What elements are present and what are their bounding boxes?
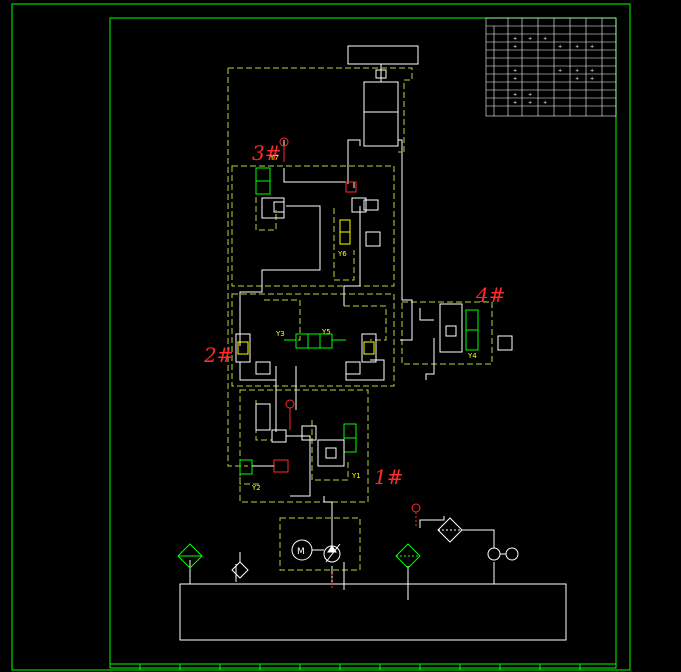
cylinder-body	[363, 81, 399, 147]
svg-text:+: +	[528, 92, 532, 98]
filter-left	[177, 543, 203, 569]
solenoid-label-y3: Y3	[275, 330, 285, 338]
pilot-check-2b	[361, 333, 377, 363]
sequence-valve-3	[365, 231, 381, 247]
motor-label: M	[297, 547, 305, 557]
check-valve-2b	[345, 361, 361, 375]
check-strainer	[231, 561, 249, 579]
outer-border	[11, 3, 631, 671]
svg-text:+: +	[575, 68, 579, 74]
solenoid-label-y7: Y7	[269, 154, 279, 162]
relief-valve-3	[345, 181, 357, 193]
svg-text:+: +	[590, 44, 594, 50]
svg-text:+: +	[558, 68, 562, 74]
svg-text:+: +	[575, 76, 579, 82]
solenoid-label-y6: Y6	[337, 250, 347, 258]
oil-tank	[179, 583, 567, 641]
svg-text:+: +	[513, 68, 517, 74]
solenoid-action-table	[485, 17, 617, 117]
pressure-gauge-tank	[411, 503, 421, 513]
inner-border	[109, 17, 617, 669]
solenoid-label-y1: Y1	[351, 472, 361, 480]
filter-right	[395, 543, 421, 569]
circulation-pump	[487, 547, 501, 561]
svg-text:+: +	[543, 36, 547, 42]
svg-text:+: +	[528, 100, 532, 106]
svg-text:+: +	[528, 36, 532, 42]
cylinder-load-block	[347, 45, 419, 65]
block-4-valves	[439, 303, 513, 353]
table-marks: + + + + + + + + + + + + + + + + + + +	[513, 36, 594, 106]
check-valve-1	[301, 425, 317, 441]
block-2-valves	[235, 333, 377, 375]
zone-label-3: 3#	[252, 141, 281, 165]
pressure-gauge-1	[285, 399, 295, 409]
relief-valve-1	[317, 439, 345, 467]
svg-text:+: +	[590, 68, 594, 74]
tank-accessories	[177, 503, 519, 590]
pilot-check-2a	[235, 333, 251, 363]
svg-text:+: +	[558, 44, 562, 50]
svg-text:+: +	[513, 92, 517, 98]
directional-valve-2	[239, 459, 253, 475]
hydraulic-cylinder	[347, 45, 419, 147]
pilot-check-4	[439, 303, 463, 353]
check-valve-2a	[255, 361, 271, 375]
svg-text:+: +	[575, 44, 579, 50]
pilot-check-3b	[351, 197, 367, 213]
pilot-check-3	[261, 197, 285, 219]
zone-label-1: 1#	[374, 465, 403, 489]
block-3-valves	[255, 137, 381, 247]
cooler	[437, 517, 463, 543]
directional-valve-2a	[295, 333, 309, 349]
pilot-check-1	[255, 403, 271, 431]
block-3-outline	[231, 165, 395, 287]
pipe-network	[179, 139, 567, 641]
svg-text:+: +	[513, 36, 517, 42]
unloading-valve-1	[273, 459, 289, 473]
svg-text:+: +	[543, 100, 547, 106]
svg-text:+: +	[590, 76, 594, 82]
zone-label-2: 2#	[203, 343, 233, 367]
svg-text:+: +	[513, 76, 517, 82]
svg-text:+: +	[513, 44, 517, 50]
svg-text:+: +	[513, 100, 517, 106]
block-2-outline	[231, 293, 395, 387]
solenoid-label-y4: Y4	[467, 352, 477, 360]
pump-motor-unit	[291, 539, 341, 563]
pressure-switch-4	[497, 335, 513, 351]
block-1-outline	[239, 389, 369, 503]
solenoid-label-y2: Y2	[251, 484, 261, 492]
solenoid-label-y5: Y5	[321, 328, 331, 336]
block-4-outline	[401, 301, 493, 365]
block-1-valves	[239, 399, 357, 475]
circulation-motor	[505, 547, 519, 561]
drawing-frame	[11, 3, 631, 671]
pump-unit-outline	[279, 517, 361, 571]
zone-label-4: 4#	[475, 283, 505, 307]
